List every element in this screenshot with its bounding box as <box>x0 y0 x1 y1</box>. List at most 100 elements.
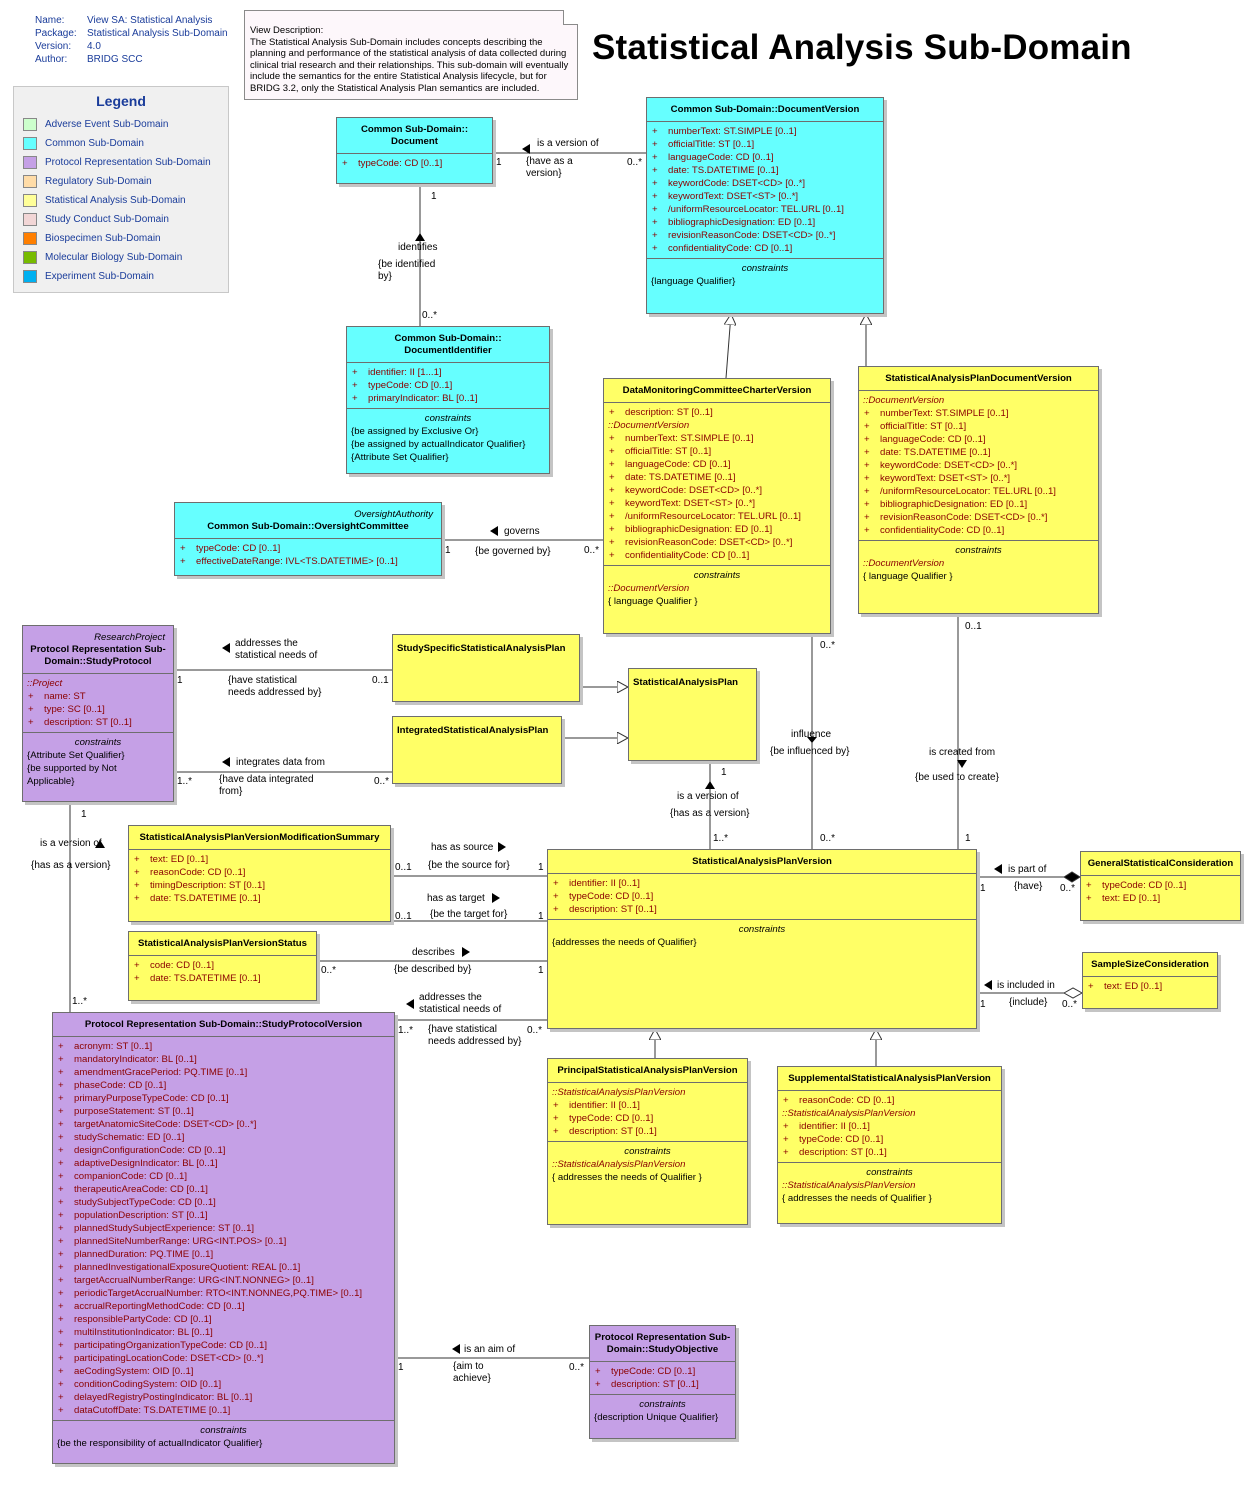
class-header: SampleSizeConsideration <box>1083 953 1217 977</box>
class-principal-sapv[interactable]: PrincipalStatisticalAnalysisPlanVersion:… <box>547 1058 748 1225</box>
class-title: PrincipalStatisticalAnalysisPlanVersion <box>557 1065 738 1076</box>
mult-inc-2: 0..* <box>1062 999 1078 1010</box>
class-document-identifier[interactable]: Common Sub-Domain:: DocumentIdentifier+i… <box>346 326 550 474</box>
visibility-marker: + <box>58 1080 64 1091</box>
class-attribute: +keywordText: DSET<ST> [0..*] <box>604 497 830 510</box>
label-governs: governs <box>504 526 540 537</box>
legend-item-label: Adverse Event Sub-Domain <box>45 119 169 130</box>
class-document[interactable]: Common Sub-Domain:: Document+typeCode: C… <box>336 117 493 184</box>
visibility-marker: + <box>783 1134 789 1145</box>
class-header: StatisticalAnalysisPlanVersion <box>548 850 976 874</box>
class-header: IntegratedStatisticalAnalysisPlan <box>393 717 561 742</box>
visibility-marker: + <box>134 960 140 971</box>
attribute-text: date: TS.DATETIME [0..1] <box>880 447 991 458</box>
class-supplemental-sapv[interactable]: SupplementalStatisticalAnalysisPlanVersi… <box>777 1066 1002 1224</box>
class-integrated-sap[interactable]: IntegratedStatisticalAnalysisPlan <box>392 716 562 784</box>
attribute-text: officialTitle: ST [0..1] <box>668 139 755 150</box>
class-attribute: +typeCode: CD [0..1] <box>347 379 549 392</box>
class-attribute: +bibliographicDesignation: ED [0..1] <box>859 498 1098 511</box>
class-attributes: +typeCode: CD [0..1]+effectiveDateRange:… <box>175 539 441 571</box>
attribute-text: description: ST [0..1] <box>569 1126 657 1137</box>
class-study-protocol-version[interactable]: Protocol Representation Sub-Domain::Stud… <box>52 1012 395 1464</box>
class-header: StatisticalAnalysisPlanVersionModificati… <box>129 826 390 850</box>
class-sapv-status[interactable]: StatisticalAnalysisPlanVersionStatus+cod… <box>128 931 317 1001</box>
label-sap-version-of: is a version of <box>677 791 739 802</box>
label-be-governed: {be governed by} <box>475 546 551 557</box>
class-document-version[interactable]: Common Sub-Domain::DocumentVersion+numbe… <box>646 97 884 314</box>
constraints-heading: constraints <box>741 263 789 274</box>
class-attribute: +companionCode: CD [0..1] <box>53 1170 394 1183</box>
visibility-marker: + <box>58 1067 64 1078</box>
visibility-marker: + <box>58 1314 64 1325</box>
class-attributes: +identifier: II [0..1]+typeCode: CD [0..… <box>548 874 976 920</box>
constraint: { language Qualifier } <box>863 571 953 582</box>
constraint: {Attribute Set Qualifier} <box>27 750 125 761</box>
label-identifies: identifies <box>398 242 438 253</box>
label-integrates: integrates data from <box>236 757 325 768</box>
class-general-consideration[interactable]: GeneralStatisticalConsideration+typeCode… <box>1080 851 1241 921</box>
visibility-marker: + <box>652 191 658 202</box>
attribute-text: description: ST [0..1] <box>799 1147 887 1158</box>
class-dmc-charter-version[interactable]: DataMonitoringCommitteeCharterVersion+de… <box>603 378 831 634</box>
attribute-text: confidentialityCode: CD [0..1] <box>668 243 793 254</box>
class-header: StudySpecificStatisticalAnalysisPlan <box>393 635 579 660</box>
visibility-marker: + <box>609 485 615 496</box>
dir-arrow-influence <box>807 737 817 743</box>
visibility-marker: + <box>864 486 870 497</box>
class-attributes: + acronym: ST [0..1] + mandatoryIndicator: … <box>53 1037 394 1421</box>
class-study-specific-sap[interactable]: StudySpecificStatisticalAnalysisPlan <box>392 634 580 702</box>
mult-ident-1: 1 <box>431 191 437 202</box>
class-study-objective[interactable]: Protocol Representation Sub- Domain::Stu… <box>589 1325 736 1439</box>
legend-item: Molecular Biology Sub-Domain <box>14 248 228 267</box>
class-header: Protocol Representation Sub-Domain::Stud… <box>53 1013 394 1037</box>
visibility-marker: + <box>180 556 186 567</box>
class-constraints: constraints{be assigned by Exclusive Or}… <box>347 409 549 467</box>
class-attribute: +identifier: II [0..1] <box>548 877 976 890</box>
label-has-source: has as source <box>431 842 494 853</box>
visibility-marker: + <box>553 1100 559 1111</box>
mult-gov-1: 1 <box>445 545 451 556</box>
visibility-marker: + <box>58 1275 64 1286</box>
attribute-text: numberText: ST.SIMPLE [0..1] <box>668 126 797 137</box>
class-sapv-modification-summary[interactable]: StatisticalAnalysisPlanVersionModificati… <box>128 825 391 922</box>
attribute-text: acronym: ST [0..1] <box>74 1041 153 1052</box>
constraints-heading: constraints <box>200 1425 247 1436</box>
visibility-marker: + <box>609 446 615 457</box>
class-stereotype: ResearchProject <box>94 632 165 643</box>
label-doc-has-version: {have as a version} <box>526 156 573 179</box>
attribute-text: mandatoryIndicator: BL [0..1] <box>74 1054 197 1065</box>
class-attribute: +officialTitle: ST [0..1] <box>859 420 1098 433</box>
class-title: Protocol Representation Sub- Domain::Stu… <box>594 1332 731 1355</box>
mult-spv-1: 1 <box>81 809 87 820</box>
visibility-marker: + <box>1088 981 1094 992</box>
inherited-group: ::StatisticalAnalysisPlanVersion <box>782 1108 916 1119</box>
visibility-marker: + <box>58 1184 64 1195</box>
class-sap[interactable]: StatisticalAnalysisPlan <box>628 668 757 761</box>
class-attribute: +aeCodingSystem: OID [0..1] <box>53 1365 394 1378</box>
class-attribute: +/uniformResourceLocator: TEL.URL [0..1] <box>859 485 1098 498</box>
mult-int-2: 0..* <box>374 776 390 787</box>
visibility-marker: + <box>1086 880 1092 891</box>
visibility-marker: + <box>652 126 658 137</box>
label-have: {have} <box>1014 881 1043 892</box>
class-sap-version[interactable]: StatisticalAnalysisPlanVersion+identifie… <box>547 849 977 1029</box>
legend-swatch <box>23 137 37 150</box>
class-sample-size-consideration[interactable]: SampleSizeConsideration+text: ED [0..1] <box>1082 952 1218 1009</box>
visibility-marker: + <box>58 1327 64 1338</box>
class-sap-document-version[interactable]: StatisticalAnalysisPlanDocumentVersion::… <box>858 366 1099 614</box>
class-attribute: +text: ED [0..1] <box>129 853 390 866</box>
class-constraints: constraints::DocumentVersion{ language Q… <box>604 566 830 611</box>
label-describes: describes <box>412 947 455 958</box>
inherited-group: ::Project <box>27 678 63 689</box>
dir-arrow-included-in <box>984 980 992 990</box>
class-header: Protocol Representation Sub- Domain::Stu… <box>590 1326 735 1362</box>
attribute-text: text: ED [0..1] <box>1102 893 1161 904</box>
attribute-text: studySubjectTypeCode: CD [0..1] <box>74 1197 216 1208</box>
attribute-text: name: ST <box>44 691 86 702</box>
attribute-text: dataCutoffDate: TS.DATETIME [0..1] <box>74 1405 231 1416</box>
label-be-target: {be the target for} <box>430 909 508 920</box>
constraints-heading: constraints <box>74 737 122 748</box>
